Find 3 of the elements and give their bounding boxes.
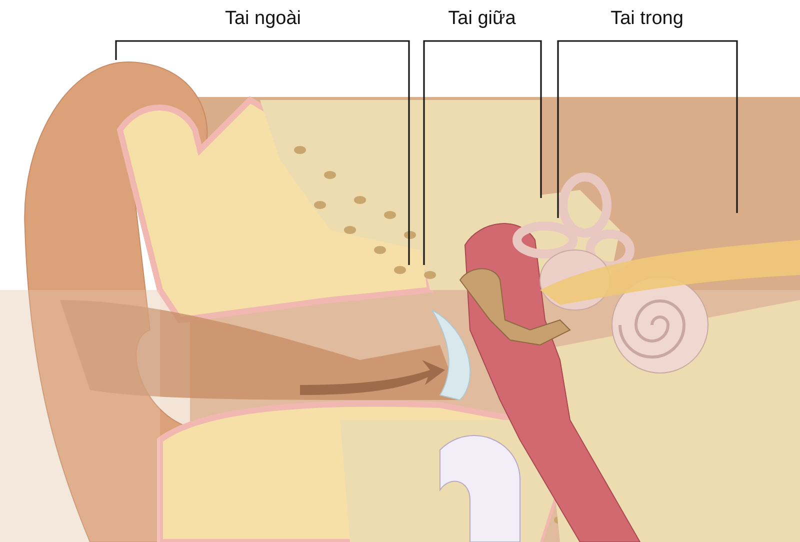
region-label: Tai trong xyxy=(610,8,684,30)
region-label: Tai ngoài xyxy=(224,8,302,30)
region-label: Tai giữa xyxy=(448,8,516,30)
